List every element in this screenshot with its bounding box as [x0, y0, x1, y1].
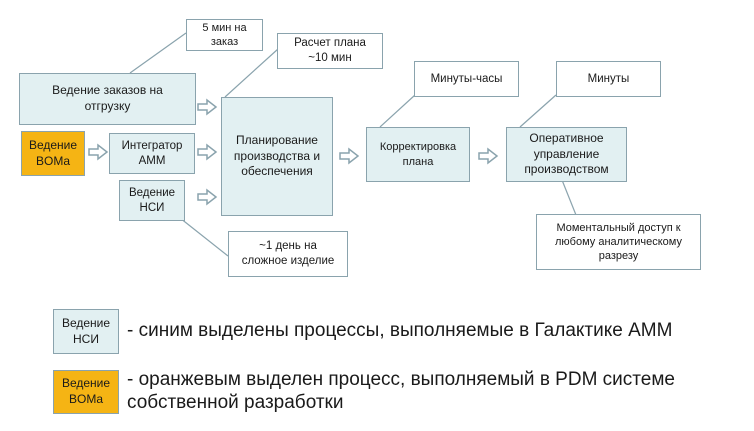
box-correction: Корректировка плана	[366, 127, 470, 182]
box-operational: Оперативное управление производством	[506, 127, 627, 182]
box-amm-integrator: Интегратор АММ	[109, 133, 195, 174]
legend-swatch-blue: Ведение НСИ	[53, 309, 119, 354]
legend-text-orange: - оранжевым выделен процесс, выполняемый…	[127, 369, 675, 413]
box-nsi: Ведение НСИ	[119, 180, 185, 221]
note-minutes: Минуты	[556, 61, 661, 97]
legend-swatch-orange: Ведение BOMa	[53, 370, 119, 414]
callout-line-analytics	[561, 179, 577, 216]
note-analytics: Моментальный доступ к любому аналитическ…	[536, 214, 701, 270]
callout-line-plan	[224, 48, 279, 98]
note-orders-time: 5 мин на заказ	[186, 19, 263, 51]
callout-line-correction	[379, 94, 416, 128]
note-plan-calc: Расчет плана ~10 мин	[277, 33, 383, 69]
box-planning: Планирование производства и обеспечения	[221, 97, 333, 216]
arrow-boma-to-amm	[88, 144, 108, 160]
note-minutes-hours: Минуты-часы	[414, 61, 519, 97]
arrow-orders-to-planning	[197, 99, 217, 115]
arrow-correction-to-operational	[478, 148, 498, 164]
callout-line-operational	[519, 94, 557, 128]
box-boma: Ведение BOMa	[21, 131, 85, 176]
arrow-planning-to-correction	[339, 148, 359, 164]
note-nsi-time: ~1 день на сложное изделие	[228, 231, 348, 277]
box-orders: Ведение заказов на отгрузку	[19, 73, 196, 125]
callout-line-nsi	[179, 217, 229, 257]
callout-line-orders	[129, 32, 187, 74]
arrow-amm-to-planning	[197, 144, 217, 160]
arrow-nsi-to-planning	[197, 189, 217, 205]
legend-text-blue: - синим выделены процессы, выполняемые в…	[127, 320, 673, 341]
